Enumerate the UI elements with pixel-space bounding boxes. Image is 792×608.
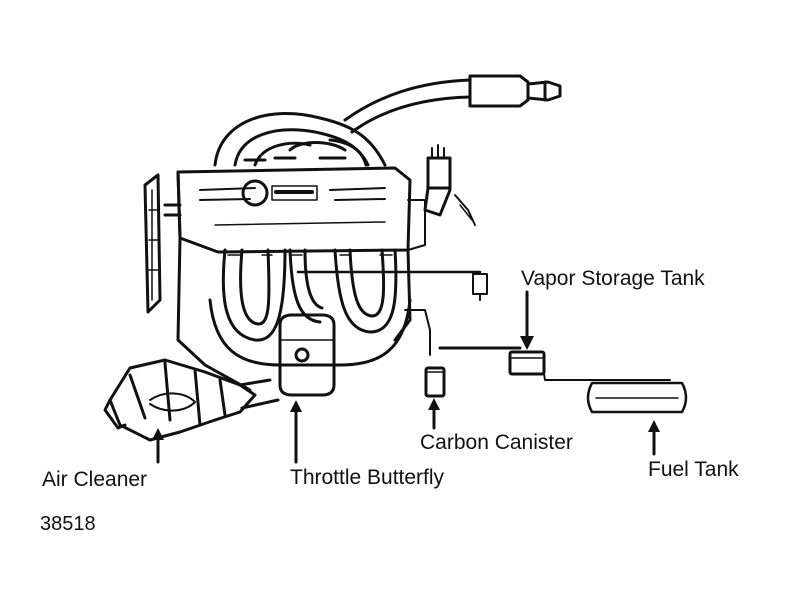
label-vapor-storage-tank: Vapor Storage Tank: [521, 267, 705, 290]
label-fuel-tank: Fuel Tank: [648, 458, 739, 481]
purge-line: [404, 309, 522, 356]
carbon-canister: [424, 366, 446, 398]
figure-number: 38518: [40, 513, 96, 535]
fuel-tank: [586, 381, 688, 414]
engine-block: [163, 166, 426, 254]
vacuum-line: [296, 270, 488, 301]
upper-vacuum-hose: [343, 74, 562, 134]
manifold-runners: [208, 248, 412, 367]
label-throttle-butterfly: Throttle Butterfly: [290, 466, 445, 489]
sensor-connector: [423, 144, 476, 226]
timing-cover: [143, 173, 162, 314]
throttle-body: [278, 313, 336, 397]
vapor-storage-tank: [508, 350, 546, 376]
air-cleaner-assembly: [103, 358, 280, 442]
fuel-line: [543, 373, 671, 381]
upper-intake-runners: [213, 111, 387, 167]
label-carbon-canister: Carbon Canister: [420, 431, 573, 454]
label-air-cleaner: Air Cleaner: [42, 468, 148, 491]
